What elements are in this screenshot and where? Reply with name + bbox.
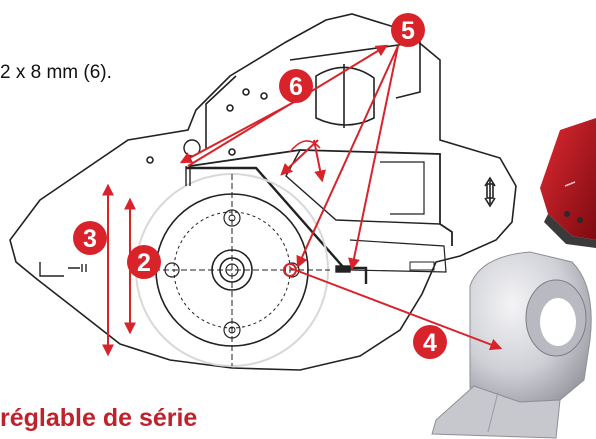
pointer-5 bbox=[348, 45, 399, 271]
callout-2: 2 bbox=[127, 245, 161, 279]
machine-body-fragment bbox=[540, 118, 596, 248]
callout-4: 4 bbox=[413, 325, 447, 359]
pointer-5b bbox=[296, 45, 399, 269]
caption-text: 2 x 8 mm (6). bbox=[0, 62, 112, 83]
double-arrow-icon bbox=[484, 176, 496, 208]
callout-5: 5 bbox=[391, 13, 425, 47]
adjust-arrow-2 bbox=[313, 139, 327, 183]
pivot-marker bbox=[283, 263, 297, 277]
callout-6: 6 bbox=[279, 69, 313, 103]
flail-hammer-icon bbox=[431, 251, 592, 439]
svg-text:6: 6 bbox=[289, 73, 303, 101]
svg-text:5: 5 bbox=[401, 17, 415, 45]
pointer-6b bbox=[179, 99, 299, 164]
callout-3: 3 bbox=[73, 221, 107, 255]
section-heading: réglable de série bbox=[0, 404, 198, 432]
adjust-arrow-1 bbox=[280, 139, 319, 176]
roller-assembly bbox=[135, 173, 330, 367]
svg-text:3: 3 bbox=[83, 225, 97, 253]
hood-cover bbox=[186, 149, 453, 284]
svg-text:2: 2 bbox=[137, 249, 151, 277]
pointer-4 bbox=[289, 267, 503, 351]
rotor-hub-icon bbox=[211, 249, 253, 291]
angle-arc bbox=[289, 140, 321, 153]
svg-text:4: 4 bbox=[423, 329, 437, 357]
